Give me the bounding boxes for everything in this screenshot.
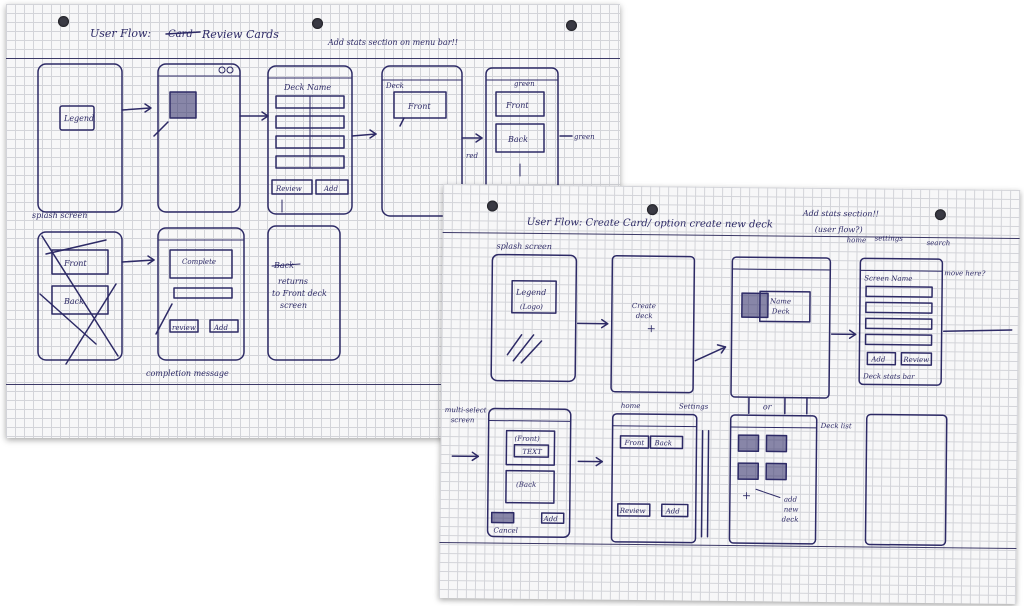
screen-deck-selected <box>153 63 241 213</box>
screen-completion: Complete review Add <box>155 227 245 361</box>
deck-list-label: Deck list <box>820 422 852 430</box>
title-prefix: User Flow: <box>90 27 151 40</box>
move-here-note: move here? <box>944 269 985 277</box>
legend-label: Legend <box>515 288 546 297</box>
sketch-drawing-sheet1: User Flow: Card Review Cards Add stats s… <box>32 27 595 378</box>
logo-label: (Logo) <box>520 303 543 311</box>
add-label: Add <box>870 355 886 363</box>
splash-screen-frame: Legend (Logo) <box>490 253 578 383</box>
returns-line1: returns <box>278 277 308 286</box>
legend-label: Legend <box>63 114 94 123</box>
screen-blank <box>864 413 948 546</box>
add-plus-icon: + <box>742 489 751 502</box>
multiselect-caption-2: screen <box>451 416 475 424</box>
create-label: Create <box>632 302 656 310</box>
sketch-sheet-create-card: User Flow: Create Card/ option create ne… <box>438 183 1021 605</box>
screen-deck-list: Deck Name Review Add <box>267 65 353 215</box>
add-label-3: Add <box>665 507 681 515</box>
review-label: Review <box>902 356 929 364</box>
front-label: Front <box>407 102 431 111</box>
review-button-label: Review <box>275 185 302 193</box>
back-paren-label: (Back <box>516 481 536 489</box>
plus-icon: + <box>647 322 656 335</box>
binder-hole <box>566 20 577 31</box>
returns-line2: to Front deck <box>272 289 327 298</box>
cancel-label: Cancel <box>494 527 518 535</box>
screen-card-front: Deck Front <box>381 65 463 217</box>
returns-line3: screen <box>280 301 307 310</box>
red-label: red <box>466 152 478 160</box>
binder-hole <box>312 18 323 29</box>
screen-deck-overview: Screen Name Add Review Deck stats bar <box>858 257 944 386</box>
screen-create-deck: Create deck + <box>610 255 696 394</box>
title-note-2: (user flow?) <box>815 225 863 235</box>
review-label-2: Review <box>619 507 646 515</box>
multiselect-caption-1: multi-select <box>445 406 487 414</box>
sketch-drawing-sheet2: User Flow: Create Card/ option create ne… <box>445 209 1013 546</box>
complete-label: Complete <box>182 258 216 266</box>
screen-name-label: Screen Name <box>864 274 912 283</box>
add-label-2: Add <box>213 324 229 332</box>
back-label-2: Back <box>63 297 84 306</box>
name-label: Name <box>769 297 791 305</box>
margin-rule <box>6 384 620 385</box>
screen-create-card: Front Back Review Add <box>610 413 698 544</box>
settings-label: settings <box>875 235 904 243</box>
strike-line <box>165 31 201 35</box>
front-label: Front <box>623 439 644 447</box>
search-label: search <box>927 239 951 247</box>
green-screen-label: green <box>514 80 535 88</box>
completion-caption: completion message <box>146 369 229 378</box>
splash-caption: splash screen <box>32 211 87 220</box>
title-note: Add stats section on menu bar!! <box>327 38 458 47</box>
home-label: home <box>847 236 867 244</box>
binder-hole <box>58 16 69 27</box>
review-label-2: review <box>172 324 196 332</box>
deck-name-label: Deck <box>771 307 790 315</box>
settings-label-2: Settings <box>679 402 709 410</box>
title: User Flow: Create Card/ option create ne… <box>527 217 773 231</box>
deck-name-label: Deck Name <box>283 83 331 92</box>
splash-screen-frame: Legend <box>37 63 123 213</box>
screen-multiselect: (Front) TEXT (Back Cancel Add <box>486 407 572 539</box>
add-button-label: Add <box>323 185 339 193</box>
front-big-label: Front <box>505 101 529 110</box>
screen-front-back-scribbled: Front Back <box>37 231 123 365</box>
back-big-label: Back <box>507 135 528 144</box>
back-label: Back <box>653 439 672 447</box>
splash-caption: splash screen <box>496 242 551 252</box>
add-new-deck-3: deck <box>782 516 799 524</box>
deck-label: Deck <box>385 82 404 90</box>
title-note: Add stats section!! <box>802 209 879 219</box>
or-label: or <box>763 402 773 411</box>
deck-label: deck <box>636 312 653 320</box>
add-label-2: Add <box>543 515 559 523</box>
deck-stats-label: Deck stats bar <box>862 372 915 381</box>
margin-rule <box>6 58 620 59</box>
add-new-deck-1: add <box>784 496 798 504</box>
green-label: green <box>574 133 595 141</box>
home-label-2: home <box>621 402 641 410</box>
title-main: Review Cards <box>201 28 279 41</box>
screen-deck-list: + <box>728 414 818 545</box>
front-label-2: Front <box>63 259 87 268</box>
screen-returns: Back returns to Front deck screen <box>267 225 341 361</box>
flow-arrow <box>121 107 151 111</box>
title-struck: Card <box>168 29 193 40</box>
add-new-deck-2: new <box>784 506 799 514</box>
screen-name-deck: Name Deck <box>730 256 832 399</box>
front-paren-label: (Front) <box>514 435 540 443</box>
text-label: TEXT <box>522 448 543 456</box>
